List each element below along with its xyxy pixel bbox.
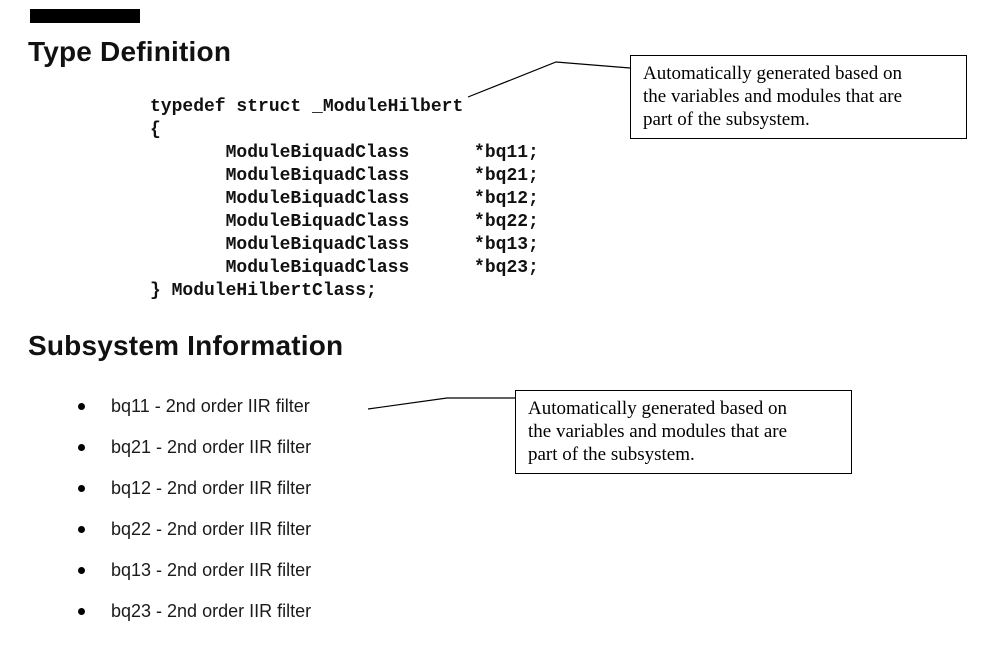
- callout-text-line: Automatically generated based on: [643, 63, 903, 84]
- code-block: typedef struct _ModuleHilbert { ModuleBi…: [150, 96, 539, 303]
- list-item: bq23 - 2nd order IIR filter: [78, 600, 311, 623]
- code-line: ModuleBiquadClass *bq21;: [150, 166, 539, 186]
- subsystem-list: bq11 - 2nd order IIR filter bq21 - 2nd o…: [78, 395, 311, 623]
- list-item: bq12 - 2nd order IIR filter: [78, 477, 311, 500]
- list-item: bq22 - 2nd order IIR filter: [78, 518, 311, 541]
- list-item-label: bq13 - 2nd order IIR filter: [111, 560, 312, 580]
- leader-line-type-definition: [467, 61, 631, 98]
- bullet-icon: [78, 403, 85, 410]
- section-heading-subsystem-information: Subsystem Information: [28, 330, 344, 361]
- code-line: ModuleBiquadClass *bq12;: [150, 189, 539, 209]
- callout-text-line: the variables and modules that are: [643, 86, 903, 107]
- callout-text-line: part of the subsystem.: [528, 444, 695, 465]
- list-item-label: bq22 - 2nd order IIR filter: [111, 519, 312, 539]
- bullet-icon: [78, 567, 85, 574]
- callout-box-type-definition: Automatically generated based on the var…: [630, 55, 967, 139]
- bullet-icon: [78, 485, 85, 492]
- code-line: ModuleBiquadClass *bq11;: [150, 143, 539, 163]
- list-item-label: bq12 - 2nd order IIR filter: [111, 478, 312, 498]
- code-line: typedef struct _ModuleHilbert: [150, 97, 464, 117]
- list-item: bq11 - 2nd order IIR filter: [78, 395, 311, 418]
- bullet-icon: [78, 526, 85, 533]
- code-line: {: [150, 120, 161, 140]
- top-black-bar: [30, 9, 140, 23]
- callout-text-line: the variables and modules that are: [528, 421, 788, 442]
- list-item: bq21 - 2nd order IIR filter: [78, 436, 311, 459]
- code-line: ModuleBiquadClass *bq23;: [150, 258, 539, 278]
- bullet-icon: [78, 608, 85, 615]
- section-heading-type-definition: Type Definition: [28, 36, 232, 67]
- callout-text-line: part of the subsystem.: [643, 109, 810, 130]
- leader-line-subsystem: [367, 397, 516, 410]
- list-item: bq13 - 2nd order IIR filter: [78, 559, 311, 582]
- callout-text-line: Automatically generated based on: [528, 398, 788, 419]
- callout-box-subsystem-information: Automatically generated based on the var…: [515, 390, 852, 474]
- bullet-icon: [78, 444, 85, 451]
- code-line: } ModuleHilbertClass;: [150, 281, 377, 301]
- list-item-label: bq11 - 2nd order IIR filter: [111, 396, 310, 416]
- code-line: ModuleBiquadClass *bq13;: [150, 235, 539, 255]
- code-line: ModuleBiquadClass *bq22;: [150, 212, 539, 232]
- list-item-label: bq21 - 2nd order IIR filter: [111, 437, 312, 457]
- list-item-label: bq23 - 2nd order IIR filter: [111, 601, 312, 621]
